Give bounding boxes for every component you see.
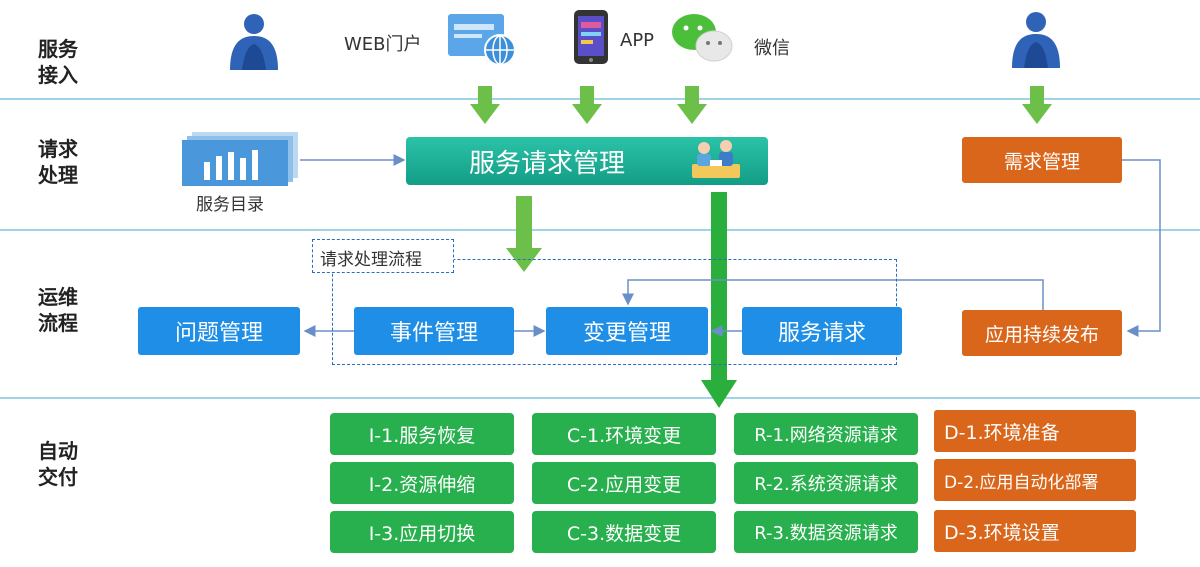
demand-mgmt-label: 需求管理	[1003, 150, 1080, 173]
delivery-i2-box: I-2.资源伸缩	[330, 462, 514, 504]
web-portal-icon	[448, 14, 516, 66]
continuous-release-label: 应用持续发布	[984, 323, 1099, 346]
delivery-d2-box: D-2.应用自动化部署	[934, 459, 1136, 501]
lane-title-request-handling: 请求 处理	[38, 137, 78, 187]
mobile-app-icon	[574, 10, 608, 64]
lane-divider-2	[0, 229, 1200, 231]
delivery-d2-label: D-2.应用自动化部署	[944, 472, 1099, 493]
channel-label-web: WEB门户	[344, 34, 422, 55]
down-arrow-wechat	[677, 86, 707, 124]
user-icon	[230, 14, 278, 70]
lane-title-ops-process: 运维 流程	[38, 285, 78, 335]
service-catalog-label: 服务目录	[196, 195, 264, 215]
service-request-mgmt-label: 服务请求管理	[468, 148, 625, 179]
delivery-r2-box: R-2.系统资源请求	[734, 462, 918, 504]
delivery-i2-label: I-2.资源伸缩	[368, 473, 476, 496]
change-mgmt-box: 变更管理	[546, 307, 708, 355]
down-arrow-web	[470, 86, 500, 124]
delivery-r3-label: R-3.数据资源请求	[754, 523, 898, 544]
service-request-label: 服务请求	[777, 321, 866, 346]
demand-mgmt-box: 需求管理	[962, 137, 1122, 183]
delivery-d3-label: D-3.环境设置	[944, 521, 1060, 544]
team-icon	[692, 140, 740, 178]
lane-title-service-access: 服务 接入	[38, 37, 78, 87]
lane-divider-3	[0, 397, 1200, 399]
incident-mgmt-label: 事件管理	[389, 321, 478, 346]
delivery-i1-label: I-1.服务恢复	[368, 424, 476, 447]
delivery-r1-box: R-1.网络资源请求	[734, 413, 918, 455]
service-request-box: 服务请求	[742, 307, 902, 355]
delivery-c3-label: C-3.数据变更	[566, 522, 682, 545]
incident-mgmt-box: 事件管理	[354, 307, 514, 355]
delivery-d1-label: D-1.环境准备	[944, 421, 1060, 444]
delivery-d3-box: D-3.环境设置	[934, 510, 1136, 552]
delivery-i1-box: I-1.服务恢复	[330, 413, 514, 455]
user-icon	[1012, 12, 1060, 68]
delivery-c3-box: C-3.数据变更	[532, 511, 716, 553]
delivery-c1-box: C-1.环境变更	[532, 413, 716, 455]
request-flow-label: 请求处理流程	[320, 250, 422, 270]
delivery-c2-box: C-2.应用变更	[532, 462, 716, 504]
delivery-i3-box: I-3.应用切换	[330, 511, 514, 553]
problem-mgmt-label: 问题管理	[174, 321, 263, 346]
delivery-i3-label: I-3.应用切换	[368, 522, 476, 545]
problem-mgmt-box: 问题管理	[138, 307, 300, 355]
delivery-c1-label: C-1.环境变更	[566, 424, 682, 447]
down-arrow-app	[572, 86, 602, 124]
change-mgmt-label: 变更管理	[582, 321, 671, 346]
channel-label-wechat: 微信	[754, 38, 790, 59]
channel-label-app: APP	[620, 30, 655, 51]
delivery-r1-label: R-1.网络资源请求	[754, 425, 898, 446]
lane-title-auto-delivery: 自动 交付	[38, 439, 78, 489]
down-arrow-user-right	[1022, 86, 1052, 124]
service-catalog-icon	[182, 132, 298, 186]
request-flow-label-box	[312, 239, 454, 273]
delivery-r3-box: R-3.数据资源请求	[734, 511, 918, 553]
delivery-r2-label: R-2.系统资源请求	[754, 474, 898, 495]
delivery-c2-label: C-2.应用变更	[566, 473, 682, 496]
down-arrow-request-to-change	[506, 196, 542, 272]
lane-divider-1	[0, 98, 1200, 100]
wechat-icon	[672, 14, 733, 62]
continuous-release-box: 应用持续发布	[962, 310, 1122, 356]
delivery-d1-box: D-1.环境准备	[934, 410, 1136, 452]
